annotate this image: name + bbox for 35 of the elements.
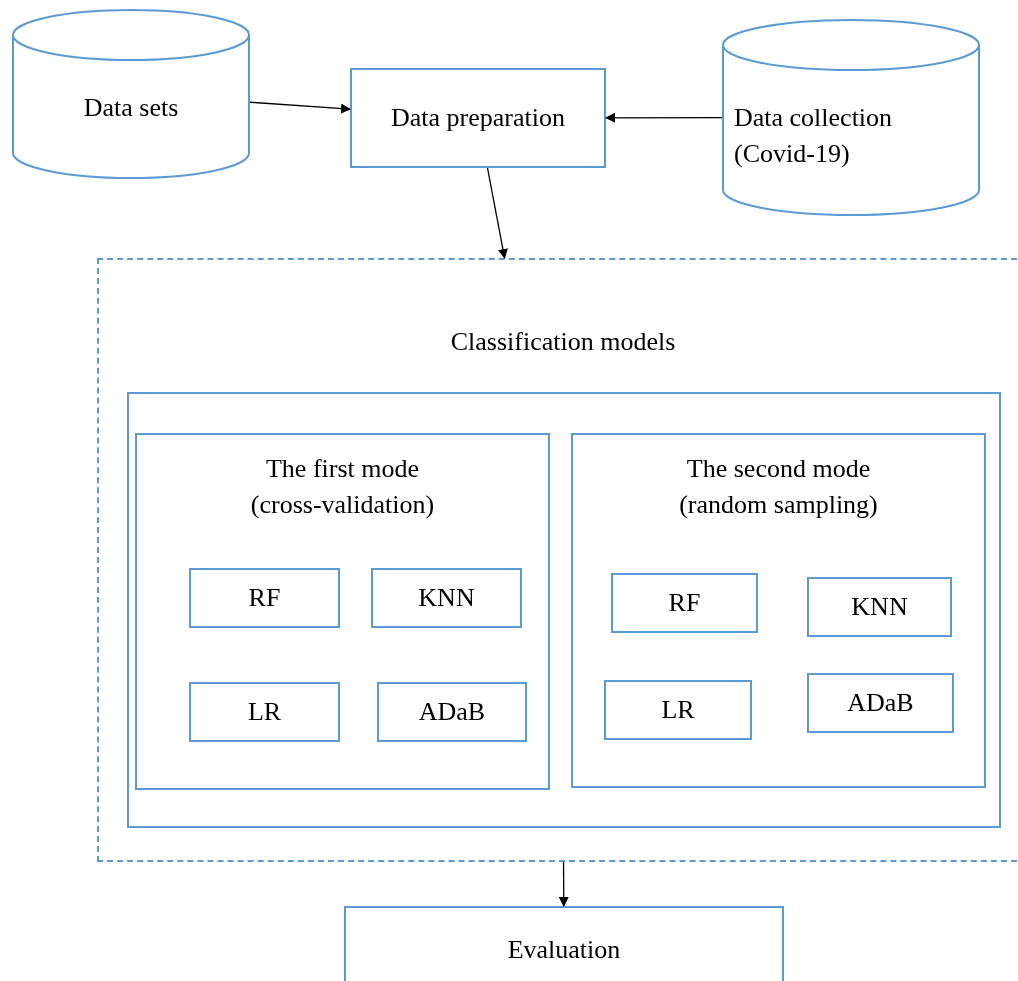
database-cylinder: [12, 10, 250, 178]
node-label: ADaB: [846, 687, 915, 719]
arrow: [486, 167, 508, 259]
node-label: KNN: [850, 591, 909, 623]
process-box: [807, 673, 954, 733]
process-box: [189, 568, 340, 628]
node-label: Data preparation: [390, 102, 566, 134]
process-box: [611, 573, 758, 633]
node-label: The first mode (cross-validation): [249, 453, 436, 521]
database-cylinder: [722, 20, 980, 215]
node-label: The second mode (random sampling): [678, 453, 879, 521]
node-label: LR: [660, 694, 696, 726]
process-box: [571, 433, 986, 788]
process-box: [377, 682, 527, 742]
process-box: [135, 433, 550, 790]
node-label: ADaB: [417, 696, 487, 728]
container-box: [127, 392, 1001, 828]
node-label: Classification models: [449, 326, 677, 358]
process-box: [807, 577, 952, 637]
arrow: [605, 112, 723, 123]
process-box: [189, 682, 340, 742]
node-label: Data sets: [82, 92, 180, 124]
node-label: LR: [246, 696, 283, 728]
dashed-group-box: [97, 258, 1018, 862]
process-box: [350, 68, 606, 168]
node-label: Evaluation: [506, 934, 622, 966]
process-box: [604, 680, 752, 740]
node-label: RF: [247, 582, 282, 614]
process-box: [344, 906, 784, 981]
node-label: KNN: [417, 582, 476, 614]
node-label: Data collection (Covid-19): [734, 102, 894, 170]
process-box: [371, 568, 522, 628]
arrow: [558, 861, 569, 907]
arrow: [249, 101, 351, 114]
node-label: RF: [667, 587, 702, 619]
